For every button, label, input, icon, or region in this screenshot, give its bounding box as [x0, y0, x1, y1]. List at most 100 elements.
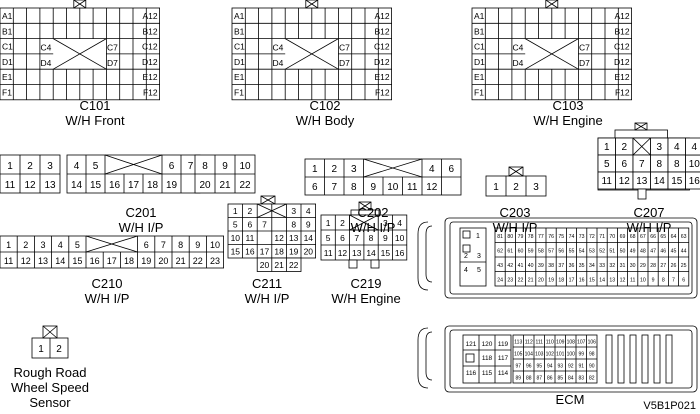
- ecm-pin: 110: [546, 340, 554, 346]
- ecm-pin: 4: [464, 267, 468, 274]
- c211-pin: 15: [231, 247, 241, 257]
- ecm-pin: 57: [548, 249, 554, 255]
- c211-pin: 20: [304, 247, 314, 257]
- c102-name: W/H Body: [295, 113, 355, 128]
- c103-pin: C12: [614, 42, 630, 52]
- c101-pin: E1: [2, 72, 13, 82]
- ecm-pin: 31: [620, 263, 626, 269]
- c211-pin: 5: [233, 220, 238, 230]
- ecm-pin: [462, 244, 471, 253]
- ecm-pin: 47: [650, 249, 656, 255]
- ecm-pin: 61: [507, 249, 513, 255]
- c210-pin: 17: [107, 256, 117, 266]
- c201-pin: 17: [128, 180, 140, 191]
- ecm-pin: 100: [567, 352, 576, 358]
- c219-name: W/H Engine: [331, 291, 401, 306]
- ecm-pin: 82: [589, 376, 595, 382]
- c101-center-cross: [53, 38, 107, 70]
- ecm-pin: 104: [525, 352, 534, 358]
- c201-code: C201: [125, 205, 157, 220]
- ecm-pin: 96: [526, 364, 532, 370]
- c103-center-cross: [525, 38, 579, 70]
- c210-pin: 12: [21, 256, 31, 266]
- ecm-pin: 5: [477, 267, 481, 274]
- ecm-pin: 114: [498, 370, 509, 377]
- c202-pin: 6: [312, 182, 318, 193]
- ecm-pin: 33: [599, 263, 605, 269]
- c210-pin: 8: [178, 240, 183, 250]
- c102-pin: C7: [339, 43, 350, 53]
- c103-name: W/H Engine: [533, 113, 603, 128]
- ecm-pin: [462, 230, 471, 239]
- ecm-clip: [417, 221, 429, 291]
- ecm-pin: 121: [466, 341, 477, 348]
- c203-name: W/H I/P: [492, 220, 538, 235]
- ecm-pin: 106: [588, 340, 597, 346]
- c201-pin: 16: [109, 180, 121, 191]
- c103-pin: D4: [512, 58, 523, 68]
- c202-code: C202: [357, 205, 389, 220]
- sensor-line1: Rough Road: [13, 365, 87, 380]
- c219-pin: 16: [395, 248, 405, 258]
- ecm-pin: 46: [660, 249, 666, 255]
- c102-pin: C1: [234, 42, 245, 52]
- c101-pin: C1: [2, 42, 13, 52]
- ecm-pin: 63: [681, 234, 687, 240]
- ecm-pin: 23: [507, 278, 513, 284]
- c219-pin: 12: [338, 248, 348, 258]
- ecm-pin: 115: [482, 370, 493, 377]
- c207-cell: [685, 137, 700, 156]
- ecm-pin: 44: [681, 249, 687, 255]
- c102-pin: F1: [234, 88, 244, 98]
- c202-pin: 12: [426, 182, 438, 193]
- ecm-pin: 41: [518, 263, 524, 269]
- ecm-pin: 48: [640, 249, 646, 255]
- ecm-pin: 99: [578, 352, 584, 358]
- c207-pin: 5: [604, 159, 610, 170]
- ecm-pin: 105: [514, 352, 523, 358]
- c101-pin: F12: [143, 88, 158, 98]
- ecm-pin: 21: [528, 278, 534, 284]
- ecm-pin: 3: [477, 253, 481, 260]
- c207-pin: 8: [674, 159, 680, 170]
- ecm-pin: 25: [681, 263, 687, 269]
- c202-pin: 1: [312, 164, 318, 175]
- c202-pin: 11: [407, 182, 418, 193]
- ecm-pin: 79: [518, 234, 524, 240]
- c103-pin: A1: [474, 11, 485, 21]
- c210-pin: 13: [38, 256, 48, 266]
- ecm-pin: 42: [507, 263, 513, 269]
- c102-pin: F12: [375, 88, 390, 98]
- ecm-pin: 18: [558, 278, 564, 284]
- c219-code: C219: [350, 276, 382, 291]
- ecm-pin: 91: [578, 364, 584, 370]
- c219-pin: 8: [369, 233, 374, 243]
- ecm-pin: 50: [620, 249, 626, 255]
- c102-pin: D12: [374, 57, 390, 67]
- ecm-pin: 54: [579, 249, 585, 255]
- c201-pin: 7: [188, 161, 194, 172]
- c201-blank: [104, 154, 163, 175]
- ecm-pin: 59: [528, 249, 534, 255]
- c211-pin: 2: [248, 206, 253, 216]
- latch-cross: [508, 166, 524, 177]
- c103-pin: E1: [474, 72, 485, 82]
- c219-pin: 1: [326, 218, 331, 228]
- c103-pin: C7: [579, 43, 590, 53]
- ecm-pin: 28: [650, 263, 656, 269]
- c201-pin: 9: [222, 161, 228, 172]
- c207-pin: 12: [619, 176, 631, 187]
- ecm-pin: 66: [650, 234, 656, 240]
- c211-name: W/H I/P: [244, 291, 290, 306]
- ecm-pin: 40: [528, 263, 534, 269]
- ecm-pin: 12: [620, 278, 626, 284]
- c219-foot: [348, 259, 358, 269]
- c210-pin: 14: [55, 256, 65, 266]
- ecm-pin: 75: [558, 234, 564, 240]
- ecm-pin: 45: [671, 249, 677, 255]
- c207-pin: 4: [691, 142, 697, 153]
